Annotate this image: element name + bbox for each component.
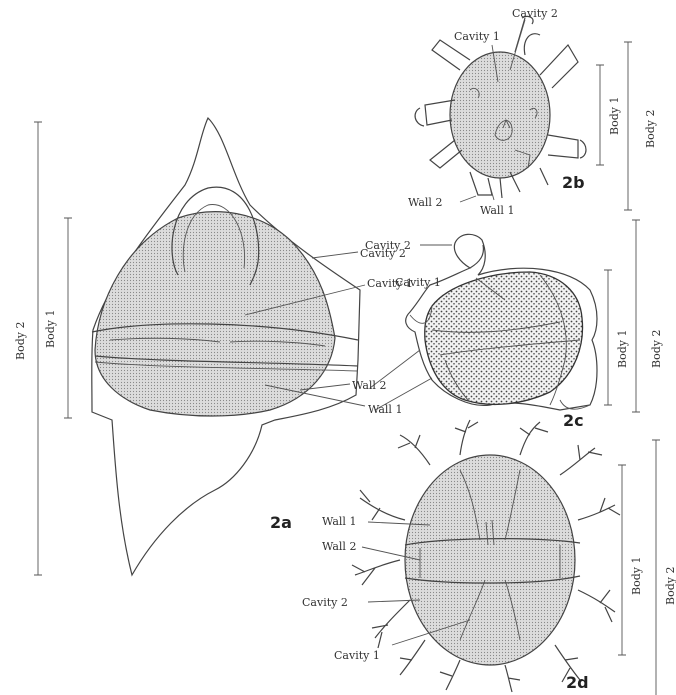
fig2a-label-wall-1: Wall 1 — [368, 403, 402, 416]
fig2d-body1-bracket — [618, 465, 626, 655]
fig2c-label-cavity-2: Cavity 2 — [365, 239, 411, 252]
fig2a-body2-bracket — [34, 122, 42, 575]
fig2d-body2-bracket — [652, 440, 660, 695]
fig2a-label-wall-2: Wall 2 — [352, 379, 386, 392]
fig2c-label: 2c — [563, 411, 584, 430]
fig2b-body2-bracket — [624, 42, 632, 210]
fig2d-label-body-1: Body 1 — [630, 557, 643, 595]
fig2a-label-body-2: Body 2 — [14, 322, 27, 360]
figure-2c — [406, 234, 597, 410]
fig2a-label: 2a — [270, 513, 292, 532]
fig2b-label: 2b — [562, 173, 585, 192]
fig2b-label-wall-1: Wall 1 — [480, 204, 514, 217]
figure-2a — [92, 118, 360, 575]
fig2b-label-cavity-1: Cavity 1 — [454, 30, 500, 43]
fig2b-label-wall-2: Wall 2 — [408, 196, 442, 209]
fig2c-label-body-2: Body 2 — [650, 330, 663, 368]
fig2d-label-cavity-1: Cavity 1 — [334, 649, 380, 662]
fig2d-label: 2d — [566, 673, 589, 692]
fig2b-label-body-2: Body 2 — [644, 110, 657, 148]
fig2c-body2-bracket — [632, 220, 640, 412]
fig2c-label-body-1: Body 1 — [616, 330, 629, 368]
fig2c-body1-bracket — [604, 270, 612, 405]
fig2d-label-cavity-2: Cavity 2 — [302, 596, 348, 609]
figure-2d — [352, 420, 620, 692]
figure-2b — [415, 16, 586, 198]
fig2a-label-body-1: Body 1 — [44, 310, 57, 348]
fig2d-label-wall-1: Wall 1 — [322, 515, 356, 528]
fig2a-body1-bracket — [64, 218, 72, 418]
fig2b-body1-bracket — [596, 65, 604, 165]
fig2d-body — [405, 455, 575, 665]
fig2d-label-wall-2: Wall 2 — [322, 540, 356, 553]
fig2c-cavity-1 — [425, 272, 583, 404]
fig2d-label-body-2: Body 2 — [664, 567, 676, 605]
fig2b-label-cavity-2: Cavity 2 — [512, 7, 558, 20]
fig2c-label-cavity-1: Cavity 1 — [395, 276, 441, 289]
fig2a-cavity-1 — [95, 212, 335, 416]
fig2b-body — [450, 52, 550, 178]
fig2b-label-body-1: Body 1 — [608, 97, 621, 135]
